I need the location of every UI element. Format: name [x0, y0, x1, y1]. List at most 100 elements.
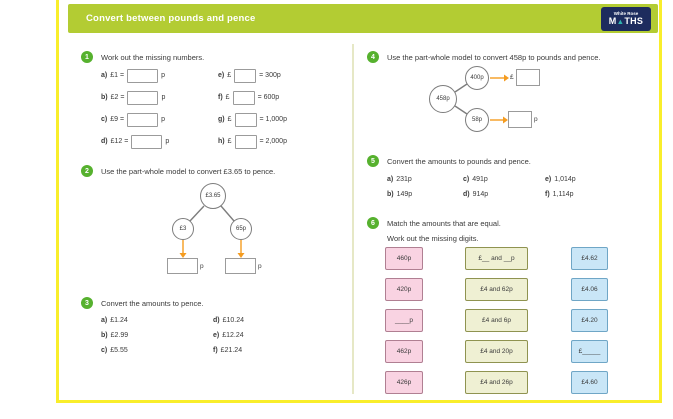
q2-answer-box-2[interactable] [225, 258, 256, 274]
logo-brand-main: M▲THS [609, 16, 643, 27]
q6-pence-card-5[interactable]: 426p [385, 371, 423, 394]
logo-ths: THS [624, 16, 644, 26]
q3-item-d: d) £10.24 [213, 313, 244, 328]
q6-pounds-pence-card-1[interactable]: £__ and __p [465, 247, 528, 270]
q4-answer-box-1[interactable] [516, 69, 540, 86]
q1-row-a: a) £1 = p [101, 68, 165, 83]
q1-row-d: d) £12 = p [101, 134, 169, 149]
question-2-number: 2 [81, 165, 93, 177]
q2-part-whole-connector-svg [179, 205, 245, 258]
q1-g-suffix: = 1,000p [259, 116, 287, 123]
q5-e-value: 1,014p [554, 176, 576, 183]
q5-f-label: f) [545, 191, 550, 198]
q1-e-label: e) [218, 72, 225, 79]
q5-item-d: d) 914p [463, 187, 488, 202]
q1-b-answer-box[interactable] [127, 90, 159, 105]
q1-g-label: g) [218, 116, 225, 123]
q6-pence-card-3[interactable]: ____p [385, 309, 423, 332]
q5-b-label: b) [387, 191, 394, 198]
q6-pounds-pence-card-2[interactable]: £4 and 62p [465, 278, 528, 301]
q1-d-answer-box[interactable] [131, 134, 163, 149]
q1-b-label: b) [101, 94, 108, 101]
q5-item-a: a) 231p [387, 172, 412, 187]
q5-d-value: 914p [472, 191, 489, 198]
q1-c-label: c) [101, 116, 108, 123]
q1-f-answer-box[interactable] [232, 90, 255, 105]
q1-row-h: h) £ = 2,000p [218, 134, 287, 149]
logo-m: M [608, 16, 617, 26]
question-2-instruction: Use the part-whole model to convert £3.6… [101, 167, 276, 176]
q1-d-prefix: £12 = [110, 138, 129, 145]
q5-item-f: f) 1,114p [545, 187, 574, 202]
page-border-frame [56, 0, 662, 403]
question-4-instruction: Use the part-whole model to convert 458p… [387, 53, 601, 62]
q6-decimal-card-1[interactable]: £4.62 [571, 247, 608, 270]
q5-b-value: 149p [396, 191, 413, 198]
q3-item-b: b) £2.99 [101, 328, 128, 343]
q1-a-prefix: £1 = [110, 72, 125, 79]
question-1-instruction: Work out the missing numbers. [101, 53, 205, 62]
q1-h-label: h) [218, 138, 225, 145]
q1-e-suffix: = 300p [259, 72, 281, 79]
q3-c-label: c) [101, 347, 108, 354]
q3-e-value: £12.24 [222, 332, 244, 339]
question-3-number: 3 [81, 297, 93, 309]
q1-f-label: f) [218, 94, 223, 101]
q4-part2-circle: 58p [465, 108, 489, 132]
q6-pounds-pence-card-5[interactable]: £4 and 26p [465, 371, 528, 394]
q3-a-value: £1.24 [110, 317, 128, 324]
q3-e-label: e) [213, 332, 220, 339]
q2-answer-box-1[interactable] [167, 258, 198, 274]
question-6-instruction-2: Work out the missing digits. [387, 234, 479, 243]
logo-triangle-icon: ▲ [616, 17, 625, 26]
header-bar: Convert between pounds and pence [68, 4, 658, 33]
question-5-number: 5 [367, 155, 379, 167]
q6-pounds-pence-card-4[interactable]: £4 and 20p [465, 340, 528, 363]
q1-f-prefix: £ [225, 94, 230, 101]
q1-d-suffix: p [165, 138, 170, 145]
q1-h-suffix: = 2,000p [259, 138, 287, 145]
q1-g-answer-box[interactable] [234, 112, 257, 127]
question-6-instruction-1: Match the amounts that are equal. [387, 219, 501, 228]
q1-e-answer-box[interactable] [234, 68, 257, 83]
question-3-instruction: Convert the amounts to pence. [101, 299, 204, 308]
page-title: Convert between pounds and pence [86, 13, 256, 24]
logo-brand-top: White Rose [613, 11, 639, 16]
q3-b-label: b) [101, 332, 108, 339]
q4-box2-unit: p [534, 116, 538, 123]
column-divider [352, 44, 354, 394]
q3-item-a: a) £1.24 [101, 313, 128, 328]
q1-row-f: f) £ = 600p [218, 90, 279, 105]
q3-item-f: f) £21.24 [213, 343, 242, 358]
q1-c-answer-box[interactable] [127, 112, 159, 127]
q5-a-label: a) [387, 176, 394, 183]
q6-pence-card-4[interactable]: 462p [385, 340, 423, 363]
q1-h-answer-box[interactable] [234, 134, 257, 149]
q3-d-value: £10.24 [222, 317, 245, 324]
q1-d-label: d) [101, 138, 108, 145]
q6-pence-card-2[interactable]: 420p [385, 278, 423, 301]
q3-item-e: e) £12.24 [213, 328, 244, 343]
q6-pence-card-1[interactable]: 460p [385, 247, 423, 270]
q1-b-suffix: p [161, 94, 166, 101]
q6-decimal-card-4[interactable]: £_____ [571, 340, 608, 363]
q1-h-prefix: £ [227, 138, 232, 145]
q5-item-e: e) 1,014p [545, 172, 576, 187]
q4-answer-box-2[interactable] [508, 111, 532, 128]
q5-e-label: e) [545, 176, 552, 183]
q5-a-value: 231p [396, 176, 412, 183]
q1-row-e: e) £ = 300p [218, 68, 281, 83]
q6-pounds-pence-card-3[interactable]: £4 and 6p [465, 309, 528, 332]
q5-c-label: c) [463, 176, 470, 183]
q6-decimal-card-3[interactable]: £4.20 [571, 309, 608, 332]
q1-c-prefix: £9 = [110, 116, 125, 123]
question-1-number: 1 [81, 51, 93, 63]
q2-box1-unit: p [200, 263, 204, 270]
q1-a-label: a) [101, 72, 108, 79]
q4-box1-prefix: £ [510, 74, 514, 81]
q6-decimal-card-5[interactable]: £4.60 [571, 371, 608, 394]
q1-a-answer-box[interactable] [127, 68, 159, 83]
q6-decimal-card-2[interactable]: £4.06 [571, 278, 608, 301]
q4-part1-circle: 400p [465, 66, 489, 90]
